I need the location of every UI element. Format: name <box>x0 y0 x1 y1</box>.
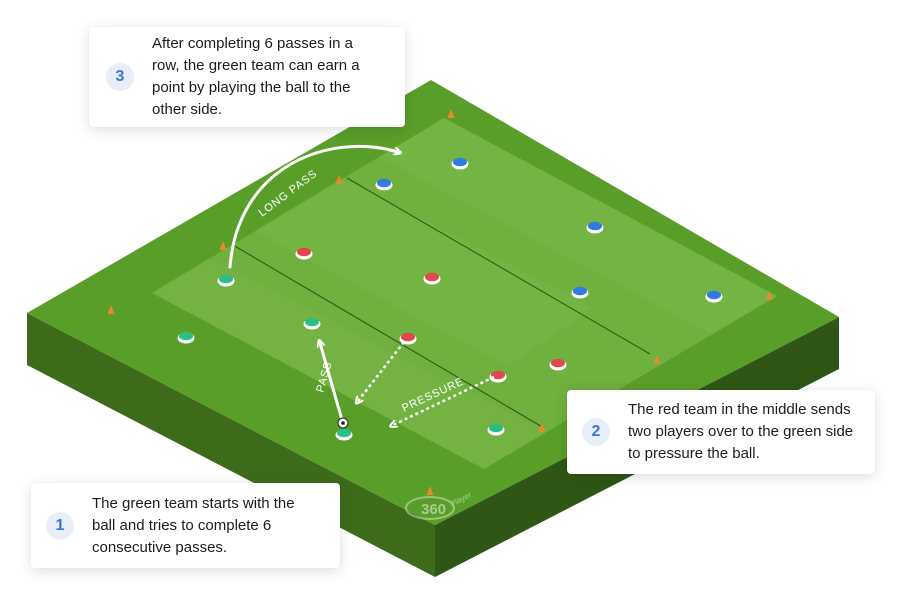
cone-icon <box>653 355 661 364</box>
green-player <box>487 423 505 436</box>
callout-text: The red team in the middle sends two pla… <box>628 401 854 462</box>
cone-icon <box>765 291 773 300</box>
red-player <box>295 247 313 260</box>
callout-text: After completing 6 passes in a row, the … <box>152 35 360 118</box>
callout-step-3: 3 After completing 6 passes in a row, th… <box>89 27 405 127</box>
zone-line <box>232 244 545 429</box>
cone-icon <box>335 175 343 184</box>
cone-icon <box>426 486 434 495</box>
green-player <box>335 428 353 441</box>
stripe <box>255 178 593 366</box>
cone-icon <box>538 423 546 432</box>
step-number-badge: 2 <box>582 418 610 446</box>
pressure-arrow-2 <box>393 375 495 425</box>
red-player <box>423 272 441 285</box>
red-player <box>549 358 567 371</box>
green-player <box>177 331 195 344</box>
blue-player <box>451 157 469 170</box>
green-player <box>303 317 321 330</box>
cone-icon <box>447 109 455 118</box>
callout-step-1: 1 The green team starts with the ball an… <box>31 483 340 568</box>
blue-player <box>705 290 723 303</box>
zone-line <box>346 177 651 355</box>
cone-icon <box>219 241 227 250</box>
stripe <box>152 258 545 469</box>
stripe <box>380 118 777 334</box>
ball-icon <box>337 417 349 429</box>
logo-360: 360 <box>421 501 446 518</box>
blue-player <box>586 221 604 234</box>
red-player <box>399 332 417 345</box>
callout-step-2: 2 The red team in the middle sends two p… <box>567 390 875 474</box>
long-pass-arrow <box>228 144 398 269</box>
pass-arrow <box>320 343 344 422</box>
pressure-arrow-1 <box>358 341 405 401</box>
cone-icon <box>107 305 115 314</box>
blue-player <box>375 178 393 191</box>
green-player <box>217 274 235 287</box>
callout-text: The green team starts with the ball and … <box>92 494 295 556</box>
step-number-badge: 1 <box>46 511 74 540</box>
red-player <box>489 370 507 383</box>
blue-player <box>571 286 589 299</box>
step-number-badge: 3 <box>106 63 134 91</box>
